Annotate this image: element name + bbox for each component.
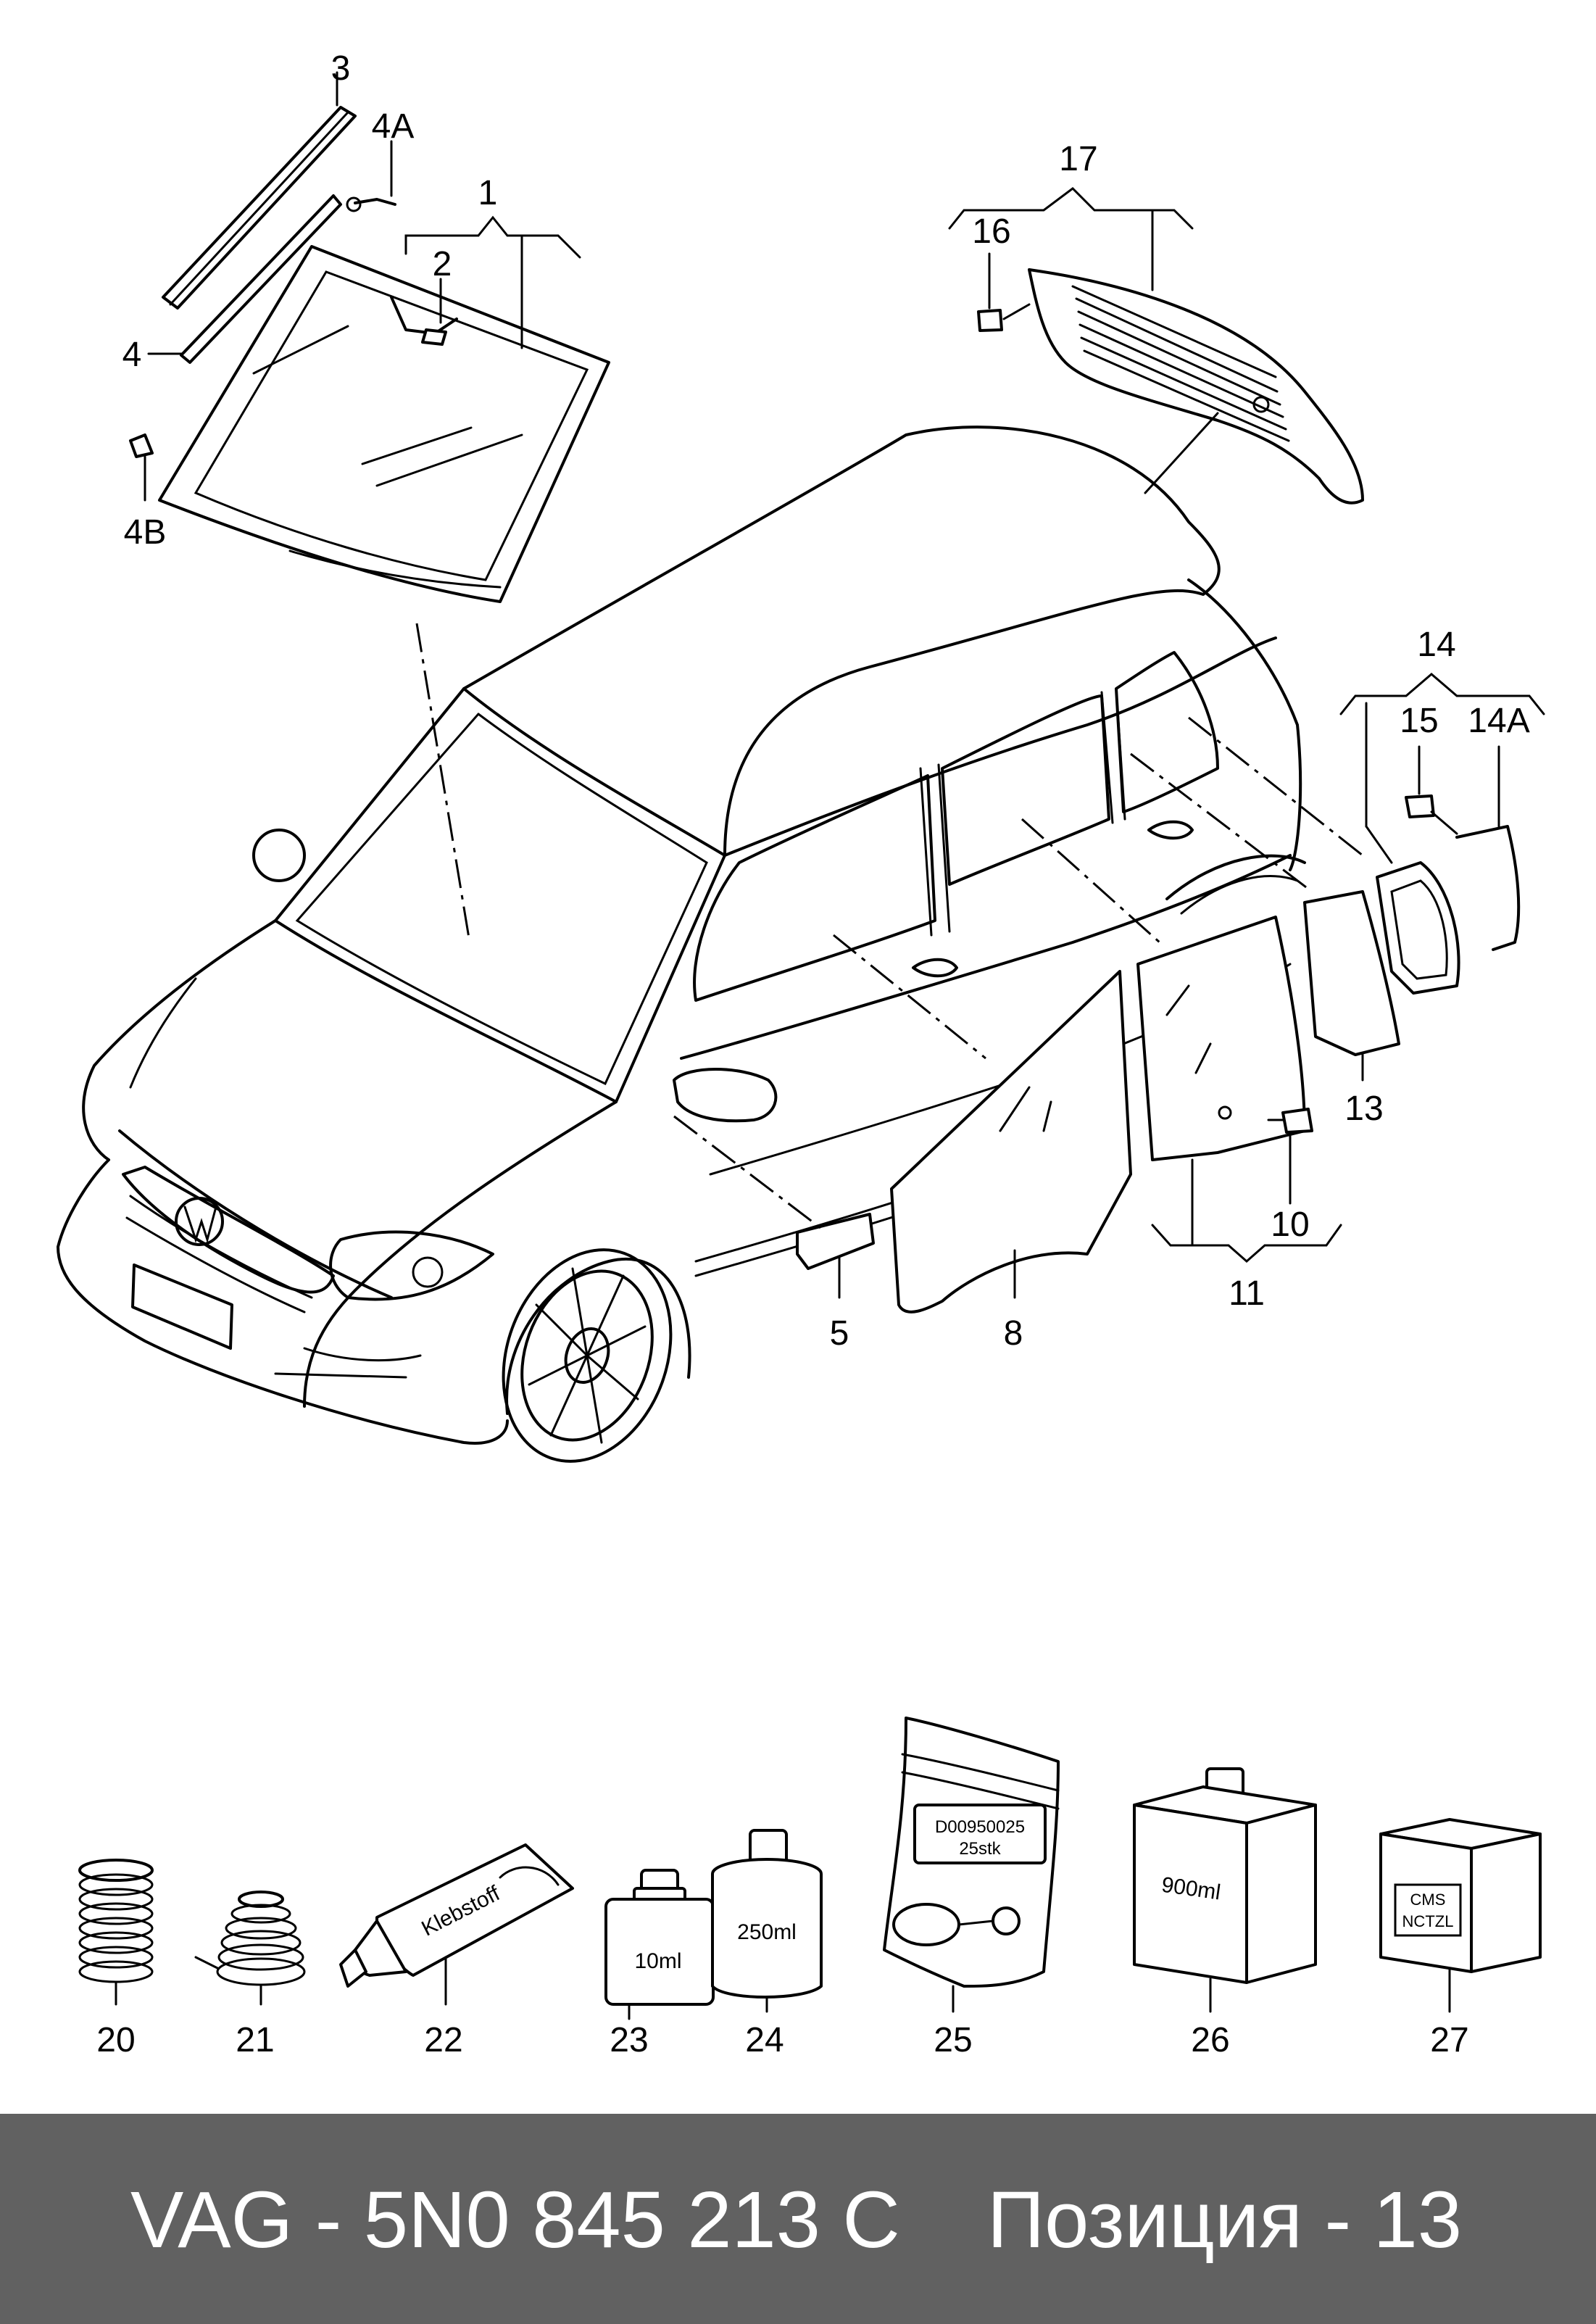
side-glass-parts bbox=[673, 716, 1521, 1314]
callout-numbers: 1 2 3 4 4A 4B 5 8 10 11 13 14 14A 15 16 … bbox=[96, 49, 1529, 2059]
callout-21: 21 bbox=[236, 2021, 274, 2059]
callout-4: 4 bbox=[122, 336, 142, 374]
callout-2: 2 bbox=[433, 245, 452, 283]
callout-10: 10 bbox=[1271, 1205, 1309, 1244]
can-label: 250ml bbox=[737, 1920, 797, 1944]
callout-14: 14 bbox=[1417, 626, 1455, 664]
callout-23: 23 bbox=[610, 2021, 648, 2059]
bag-qty: 25stk bbox=[959, 1839, 1001, 1859]
part-number: VAG - 5N0 845 213 C bbox=[130, 2175, 900, 2265]
callout-16: 16 bbox=[972, 212, 1010, 251]
box-line1: CMS bbox=[1410, 1891, 1446, 1909]
parts-diagram: Klebstoff 10ml 250ml D00950025 25stk bbox=[57, 49, 1545, 2059]
callout-26: 26 bbox=[1191, 2021, 1229, 2059]
callout-27: 27 bbox=[1430, 2021, 1468, 2059]
callout-4a: 4A bbox=[372, 107, 415, 146]
accessories-row: Klebstoff 10ml 250ml D00950025 25stk bbox=[78, 1717, 1542, 2006]
box-line2: NCTZL bbox=[1402, 1912, 1454, 1930]
canister-26: 900ml bbox=[1133, 1767, 1317, 1984]
callout-13: 13 bbox=[1344, 1090, 1383, 1128]
callout-14a: 14A bbox=[1468, 702, 1529, 740]
callout-11: 11 bbox=[1229, 1274, 1265, 1313]
callout-17: 17 bbox=[1059, 140, 1097, 178]
bag-25: D00950025 25stk bbox=[883, 1717, 1060, 1988]
callout-15: 15 bbox=[1400, 702, 1438, 740]
coil-21 bbox=[194, 1891, 306, 1986]
tube-22: Klebstoff bbox=[339, 1843, 574, 1988]
callout-22: 22 bbox=[424, 2021, 462, 2059]
bottle-label: 10ml bbox=[634, 1949, 681, 1973]
windshield-part bbox=[129, 106, 610, 943]
bottle-23: 10ml bbox=[604, 1869, 715, 2006]
box-27: CMS NCTZL bbox=[1379, 1818, 1542, 1973]
part-footer-bar: VAG - 5N0 845 213 C Позиция - 13 bbox=[0, 2114, 1596, 2324]
rear-window-part bbox=[977, 268, 1364, 505]
callout-24: 24 bbox=[745, 2021, 784, 2059]
callout-5: 5 bbox=[830, 1314, 849, 1353]
callout-20: 20 bbox=[96, 2021, 135, 2059]
can-24: 250ml bbox=[711, 1829, 823, 1999]
bag-code: D00950025 bbox=[935, 1817, 1025, 1837]
callout-1: 1 bbox=[478, 174, 498, 212]
car-body bbox=[57, 426, 1306, 1463]
leader-lines bbox=[115, 71, 1545, 2020]
callout-25: 25 bbox=[934, 2021, 972, 2059]
callout-3: 3 bbox=[331, 49, 351, 88]
position-label: Позиция - 13 bbox=[987, 2175, 1463, 2265]
coil-20 bbox=[78, 1859, 154, 1983]
callout-4b: 4B bbox=[124, 513, 167, 552]
callout-8: 8 bbox=[1004, 1314, 1023, 1353]
